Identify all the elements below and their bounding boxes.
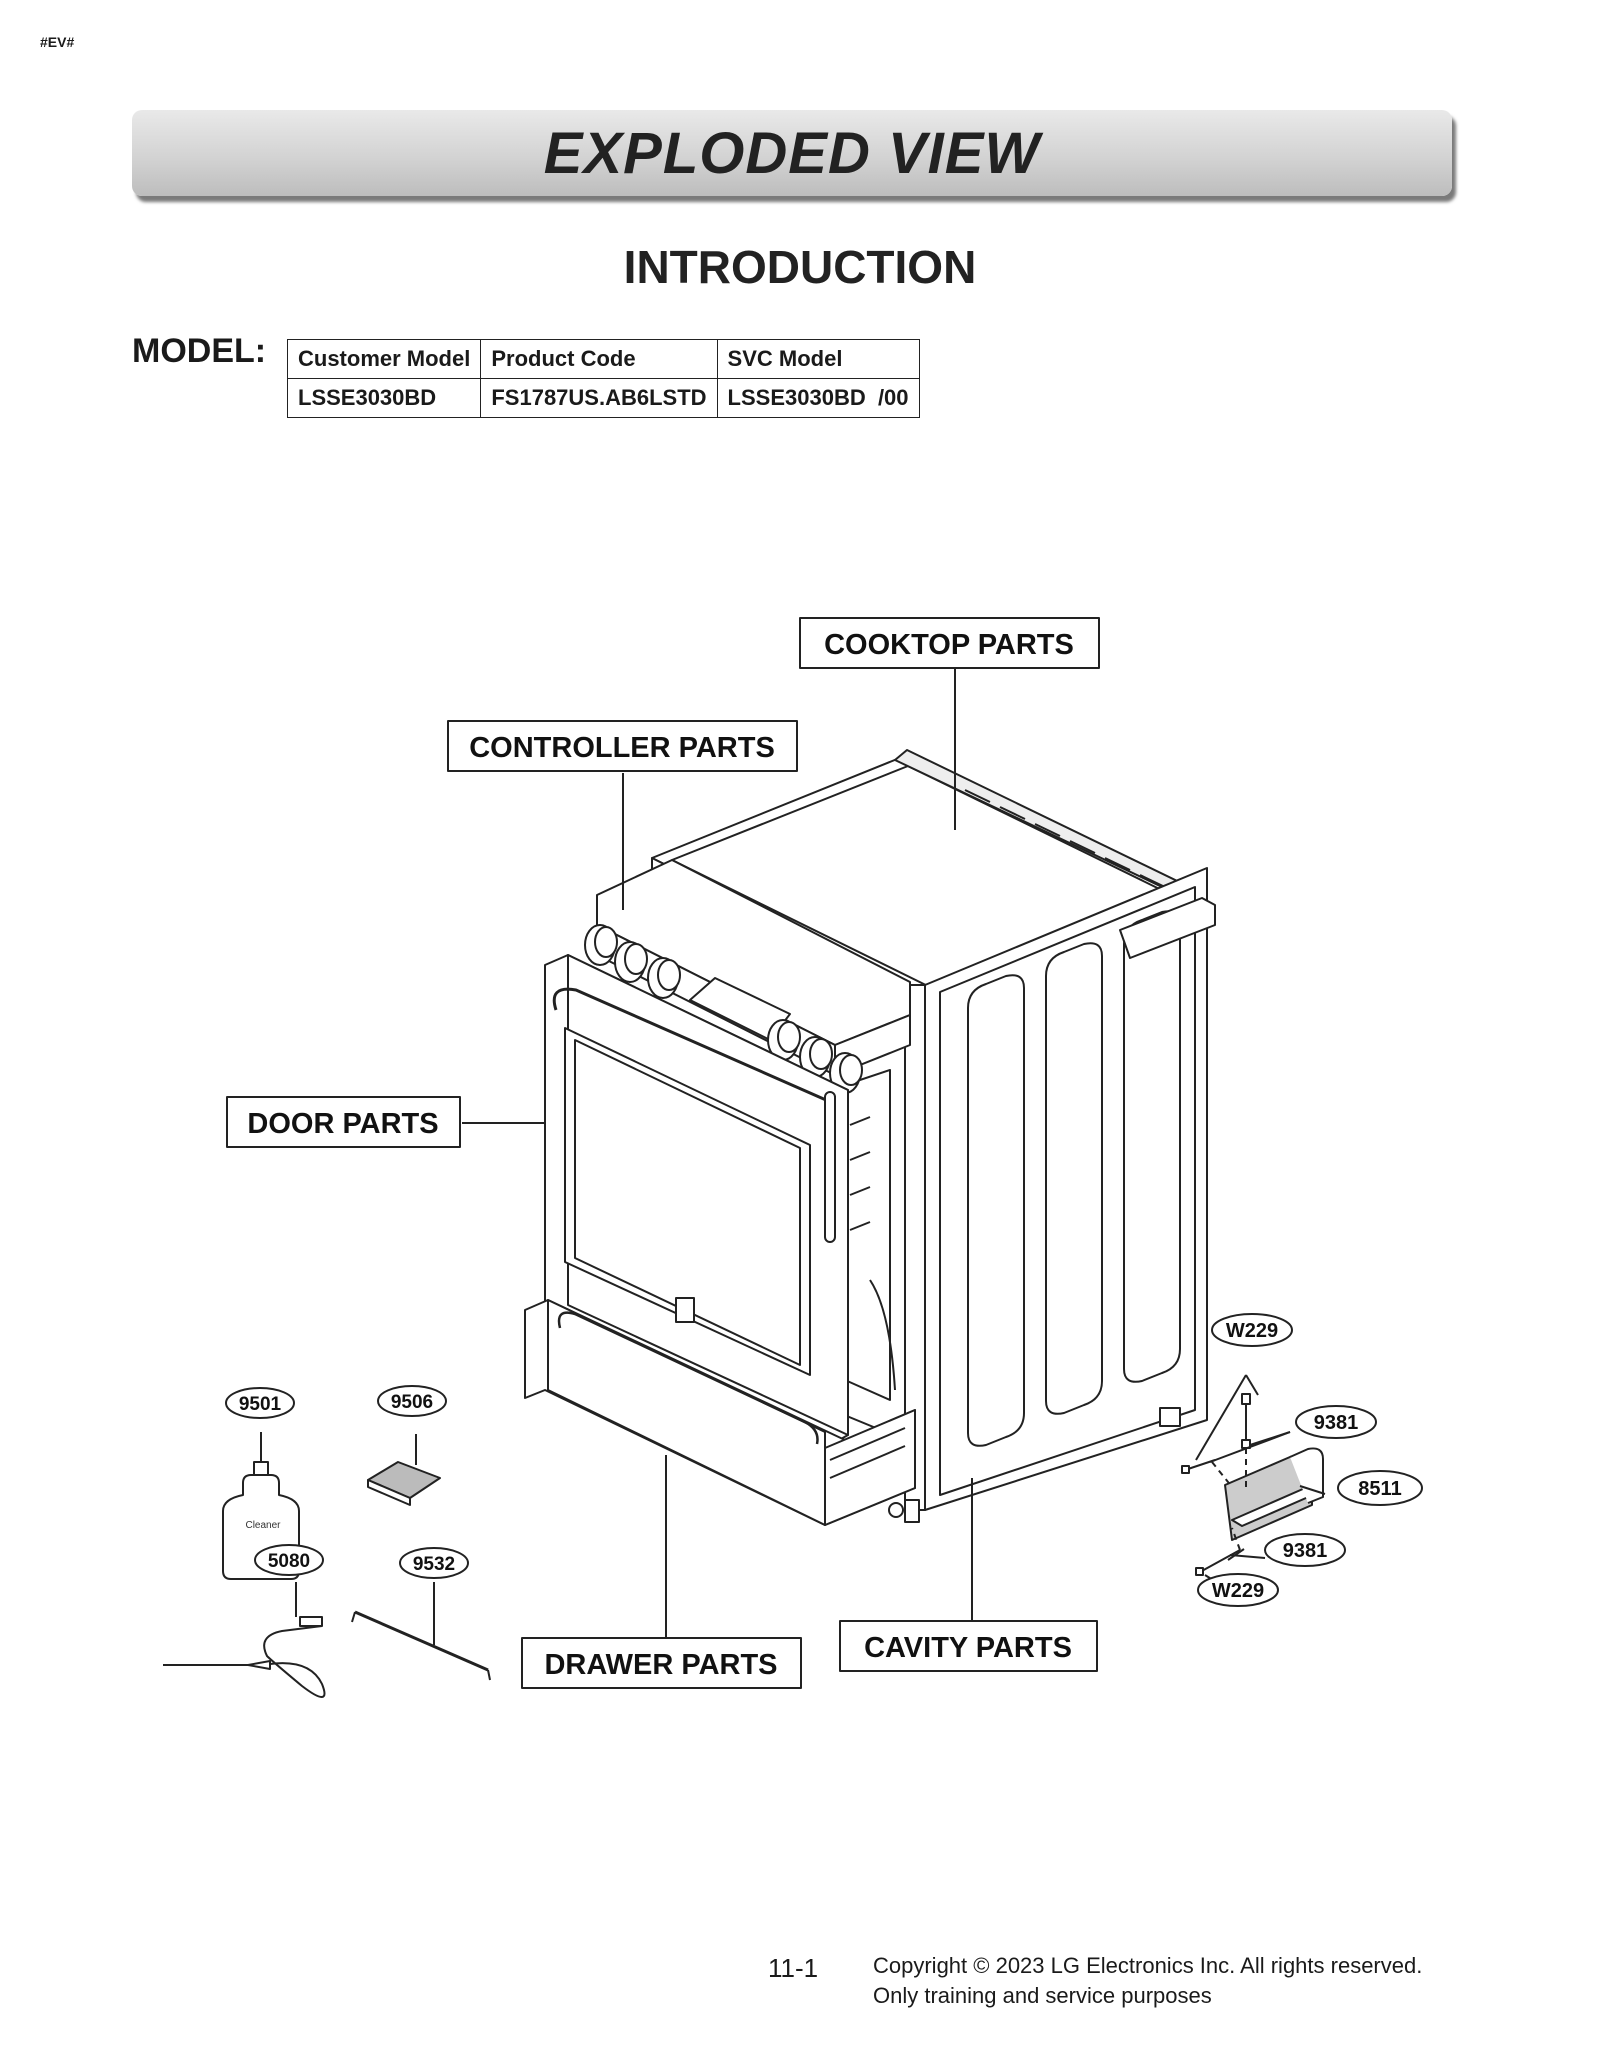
table-cell: LSSE3030BD	[286, 378, 482, 418]
part-number-8511: 8511	[1358, 1478, 1401, 1500]
anti-tip-bracket	[1181, 1374, 1326, 1597]
part-callout-9506	[377, 1385, 447, 1417]
part-callout-9501	[225, 1387, 295, 1419]
table-cell: FS1787US.AB6LSTD	[480, 378, 718, 418]
part-number-w229-bottom: W229	[1212, 1580, 1264, 1602]
part-callout-8511	[1337, 1470, 1423, 1506]
group-leader-lines	[462, 668, 973, 1638]
part-callout-5080	[254, 1544, 324, 1576]
part-callout-w229-bottom	[1197, 1573, 1279, 1607]
storage-drawer	[524, 1299, 916, 1526]
control-panel	[584, 859, 911, 1094]
part-number-9501: 9501	[239, 1394, 282, 1415]
part-callout-9381-bottom	[1264, 1533, 1346, 1567]
table-header-row: Customer Model Product Code SVC Model	[286, 339, 920, 379]
cooktop-parts-box	[799, 617, 1100, 669]
cooktop-parts-label: COOKTOP PARTS	[824, 629, 1074, 661]
part-number-5080: 5080	[268, 1551, 310, 1572]
part-callout-w229-top	[1211, 1313, 1293, 1347]
table-header-cell: Product Code	[480, 339, 718, 379]
controller-parts-label: CONTROLLER PARTS	[469, 732, 775, 764]
table-header-cell: SVC Model	[716, 339, 920, 379]
cavity-parts-label: CAVITY PARTS	[864, 1632, 1072, 1664]
copyright-line: Copyright © 2023 LG Electronics Inc. All…	[873, 1953, 1423, 1978]
cleaner-bottle-label: Cleaner	[245, 1520, 281, 1531]
part-number-9506: 9506	[391, 1392, 433, 1413]
range-body	[904, 867, 1216, 1523]
title-banner: EXPLODED VIEW	[132, 110, 1452, 196]
part-number-w229-top: W229	[1226, 1320, 1278, 1342]
part-callout-9381-top	[1295, 1405, 1377, 1439]
door-parts-label: DOOR PARTS	[247, 1108, 438, 1140]
part-number-9532: 9532	[413, 1554, 455, 1575]
controller-parts-box	[447, 720, 798, 772]
part-number-9381-top: 9381	[1314, 1412, 1359, 1434]
scrub-pad	[367, 1434, 441, 1506]
model-label: MODEL:	[132, 332, 267, 370]
part-callout-9532	[399, 1547, 469, 1579]
cavity-parts-box	[839, 1620, 1098, 1672]
page-number: 11-1	[768, 1953, 819, 1983]
oven-door	[544, 954, 849, 1449]
document-tag: #EV#	[40, 34, 75, 50]
table-row: LSSE3030BD FS1787US.AB6LSTD LSSE3030BD /…	[286, 378, 920, 418]
meat-probe	[163, 1582, 326, 1698]
model-table: Customer Model Product Code SVC Model LS…	[286, 339, 920, 418]
table-header-cell: Customer Model	[286, 339, 482, 379]
copyright-notice: Copyright © 2023 LG Electronics Inc. All…	[873, 1951, 1422, 2011]
drawer-parts-box	[521, 1637, 802, 1689]
banner-title: EXPLODED VIEW	[543, 120, 1041, 186]
door-parts-box	[226, 1096, 461, 1148]
section-title: INTRODUCTION	[623, 241, 977, 293]
drawer-parts-label: DRAWER PARTS	[544, 1649, 777, 1681]
usage-note: Only training and service purposes	[873, 1983, 1212, 2008]
table-cell: LSSE3030BD /00	[716, 378, 920, 418]
part-number-9381-bottom: 9381	[1283, 1540, 1328, 1562]
rack-guide	[351, 1582, 491, 1681]
